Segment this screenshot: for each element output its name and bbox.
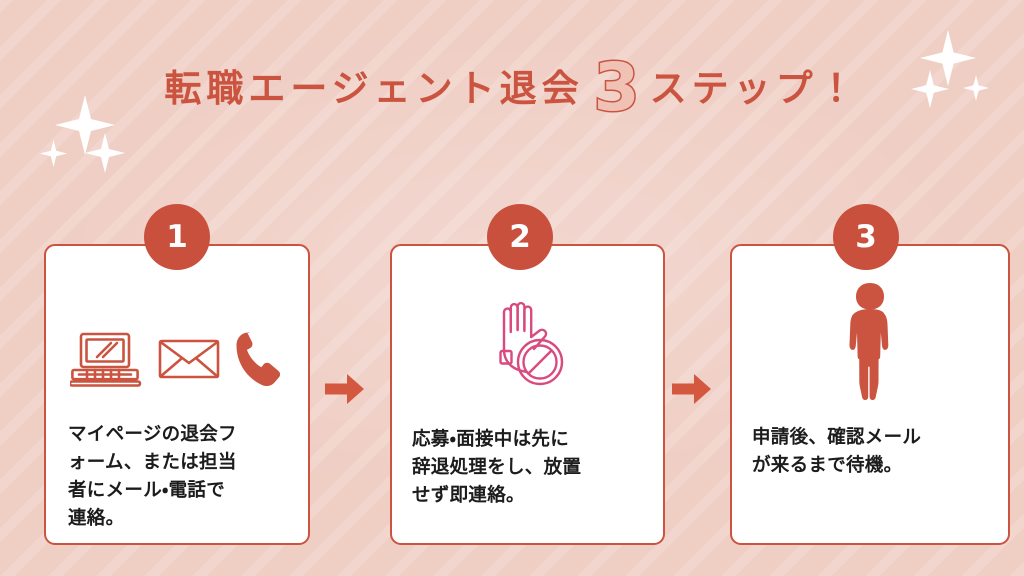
step-badge-3-number: 3 bbox=[855, 218, 877, 255]
step-1-icon-group bbox=[46, 326, 308, 396]
step-1-description: マイページの退会フ ォーム、または担当 者にメール・電話で 連絡。 bbox=[68, 424, 237, 530]
arrow-right-icon bbox=[325, 372, 365, 406]
step-2-description: 応募・面接中は先に 辞退処理をし、放置 せず即連絡。 bbox=[412, 429, 582, 507]
step-3-description: 申請後、確認メール が来るまで待機。 bbox=[752, 427, 922, 477]
step-badge-2: 2 bbox=[487, 204, 553, 270]
step-badge-2-number: 2 bbox=[509, 218, 531, 255]
step-2-icon-group bbox=[392, 298, 663, 398]
step-card-2: 応募・面接中は先に 辞退処理をし、放置 せず即連絡。 bbox=[390, 244, 665, 545]
step-badge-3: 3 bbox=[833, 204, 899, 270]
step-badge-1: 1 bbox=[144, 204, 210, 270]
laptop-icon bbox=[68, 329, 144, 394]
arrow-right-icon bbox=[672, 372, 712, 406]
sparkle-icon bbox=[85, 133, 125, 173]
step-card-1: マイページの退会フ ォーム、または担当 者にメール・電話で 連絡。 bbox=[44, 244, 310, 545]
sparkle-icon bbox=[40, 140, 67, 167]
hand-stop-prohibited-icon bbox=[487, 299, 569, 398]
step-card-3: 申請後、確認メール が来るまで待機。 bbox=[730, 244, 1010, 545]
envelope-icon bbox=[158, 336, 220, 387]
title-lead-text: 転職エージェント退会 bbox=[164, 67, 584, 110]
title-step-number: 3 bbox=[592, 49, 641, 126]
title-trail-text: ステップ！ bbox=[649, 67, 860, 110]
standing-person-icon bbox=[839, 281, 901, 408]
step-badge-1-number: 1 bbox=[166, 218, 188, 255]
phone-icon bbox=[234, 330, 284, 393]
step-3-icon-group bbox=[732, 280, 1008, 408]
